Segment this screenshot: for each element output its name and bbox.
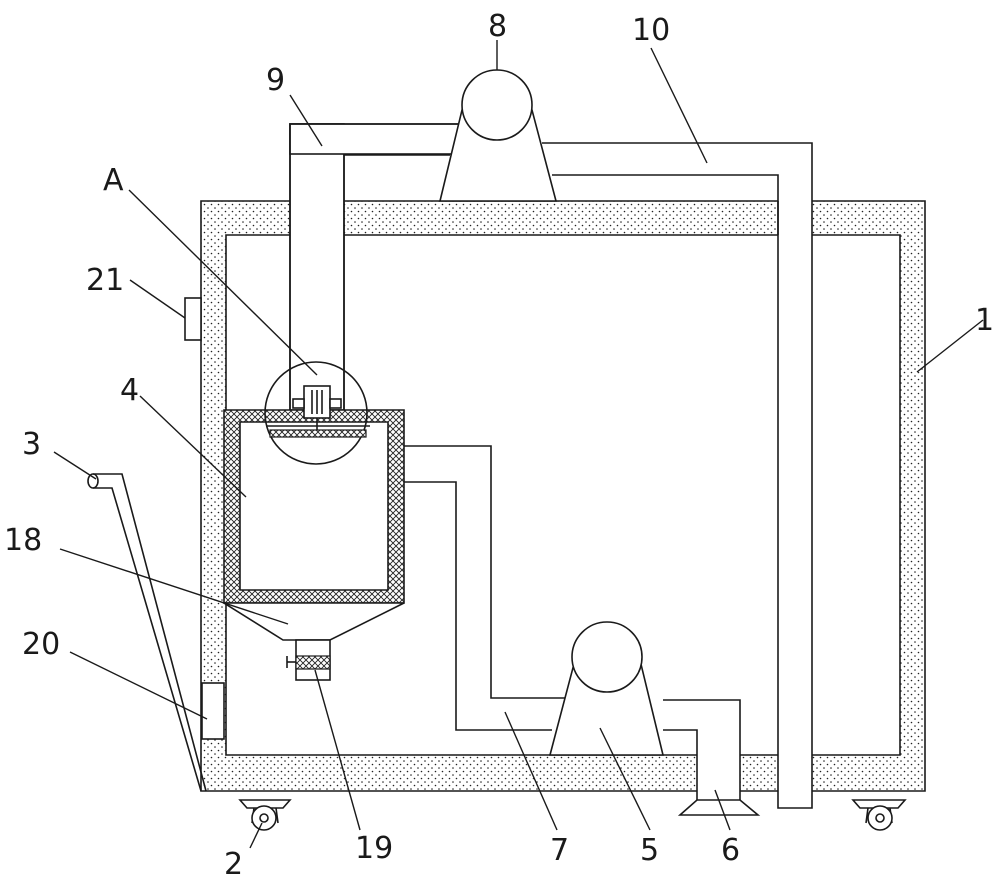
detail-a [264, 361, 370, 465]
side-box-21 [184, 297, 202, 341]
part-labels: 8 10 9 A 21 1 4 3 18 20 2 19 7 5 6 [4, 9, 994, 882]
label-2: 2 [224, 847, 243, 882]
label-5: 5 [640, 833, 659, 868]
label-8: 8 [488, 9, 507, 44]
label-10: 10 [632, 13, 670, 48]
handle-3 [87, 473, 207, 792]
label-20: 20 [22, 627, 60, 662]
fan-5 [548, 621, 665, 756]
label-18: 18 [4, 523, 42, 558]
label-a: A [103, 163, 124, 198]
label-21: 21 [86, 263, 124, 298]
label-19: 19 [355, 831, 393, 866]
leader-lines [53, 40, 984, 849]
label-3: 3 [22, 427, 41, 462]
caster-left [238, 799, 292, 831]
label-9: 9 [266, 63, 285, 98]
label-7: 7 [550, 833, 569, 868]
label-1: 1 [975, 303, 994, 338]
pipe-9 [289, 123, 461, 411]
outlet-valve [286, 639, 331, 681]
caster-right [851, 799, 907, 831]
label-6: 6 [721, 833, 740, 868]
label-4: 4 [120, 373, 139, 408]
duct-7 [404, 445, 578, 731]
filter-chamber [221, 409, 405, 641]
pipe-10 [540, 142, 813, 809]
side-box-20 [201, 682, 225, 740]
pipe-6 [660, 699, 761, 816]
fan-8 [438, 69, 558, 202]
